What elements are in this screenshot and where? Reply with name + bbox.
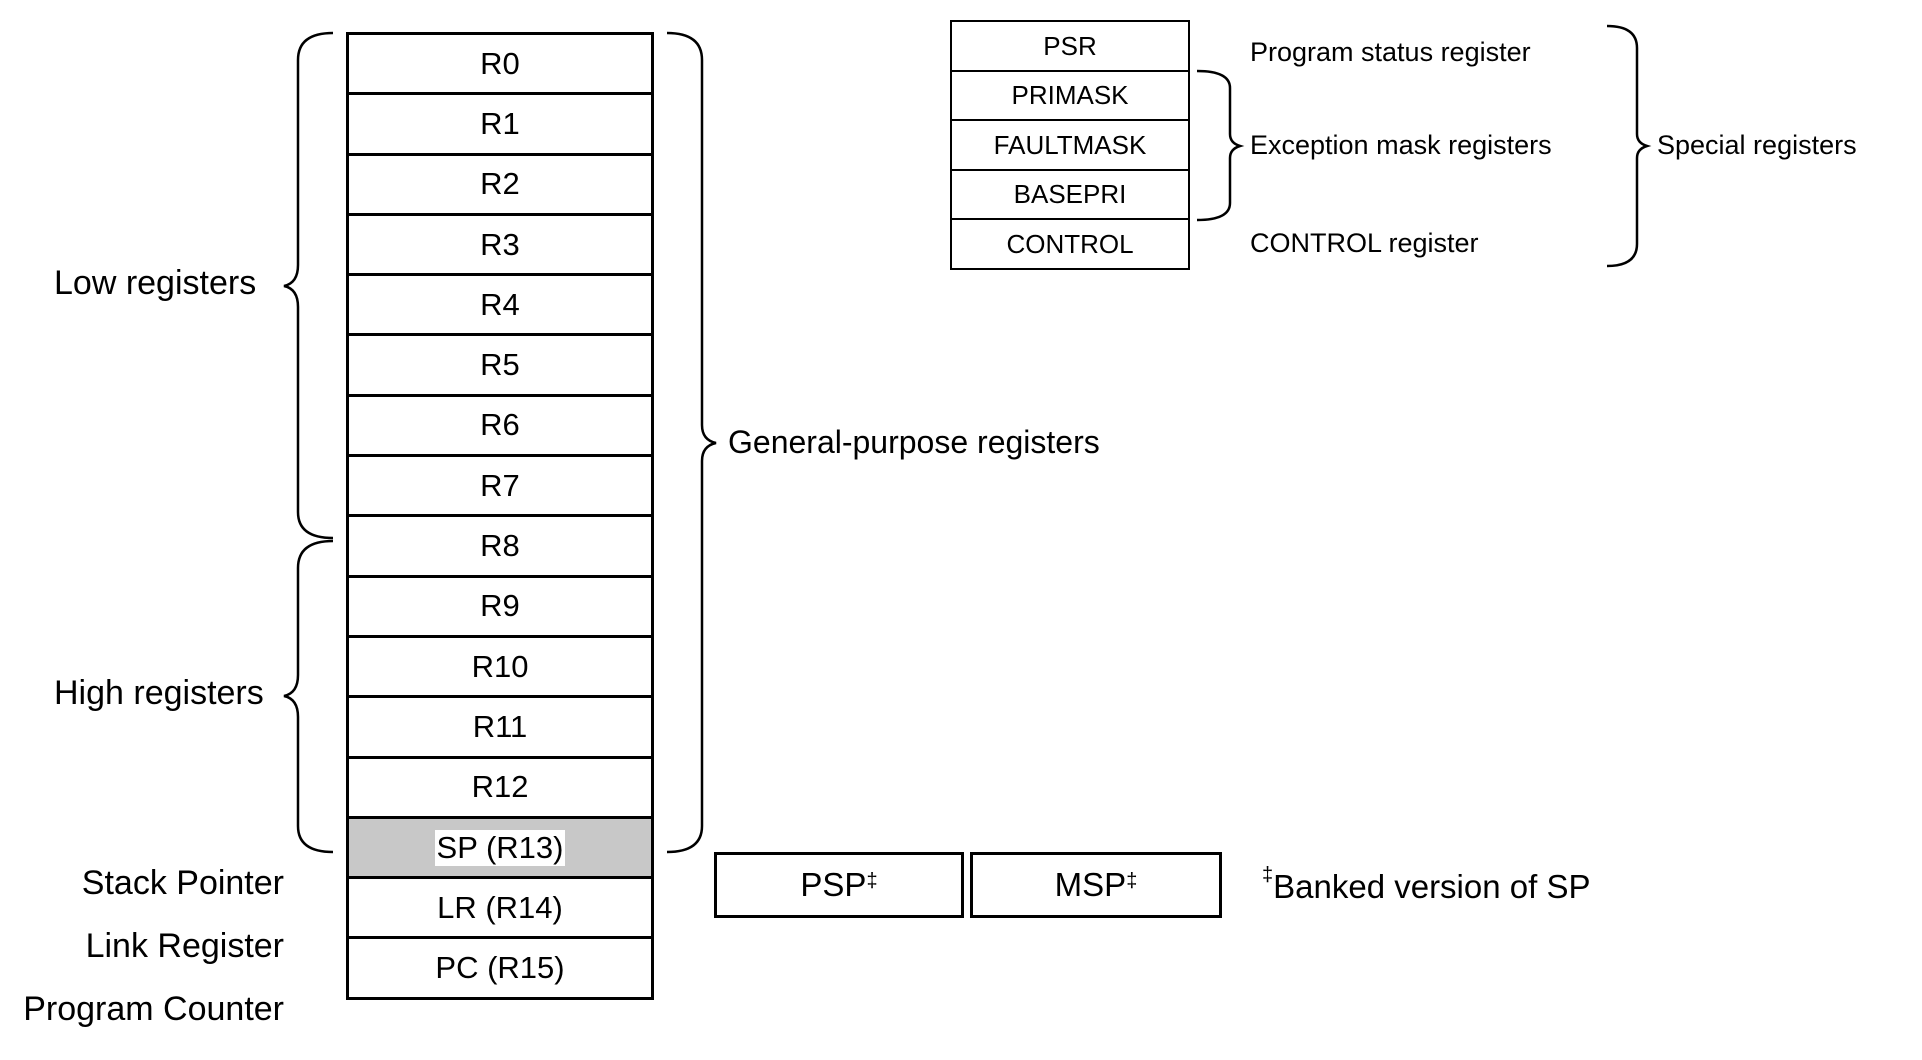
msp-label: MSP [1054,866,1127,903]
register-r9: R9 [346,574,654,638]
special-register-primask: PRIMASK [950,69,1190,122]
exception-mask-brace [1196,69,1245,222]
msp-mark: ‡ [1126,869,1138,892]
special-register-stack: PSR PRIMASK FAULTMASK BASEPRI CONTROL [950,20,1190,270]
register-sp: SP (R13) [346,815,654,880]
special-registers-label: Special registers [1657,130,1857,160]
special-register-faultmask: FAULTMASK [950,119,1190,171]
general-registers-brace [666,31,717,854]
link-register-label: Link Register [85,927,284,965]
psr-label: Program status register [1250,37,1531,67]
register-pc: PC (R15) [346,936,654,1000]
psp-box: PSP‡ [714,852,964,918]
register-r2: R2 [346,152,654,216]
register-lr: LR (R14) [346,876,654,940]
special-registers-brace [1606,24,1652,268]
general-purpose-label: General-purpose registers [728,424,1100,460]
banked-note: ‡Banked version of SP [1262,864,1591,906]
control-register-label: CONTROL register [1250,228,1479,258]
register-r7: R7 [346,454,654,518]
psp-mark: ‡ [866,869,878,892]
special-register-control: CONTROL [950,218,1190,270]
exception-mask-label: Exception mask registers [1250,130,1552,160]
register-r11: R11 [346,695,654,759]
low-registers-brace [283,31,334,540]
banked-note-text: Banked version of SP [1273,868,1591,905]
register-r5: R5 [346,333,654,397]
register-r4: R4 [346,273,654,337]
low-registers-label: Low registers [54,264,257,302]
special-register-basepri: BASEPRI [950,168,1190,221]
register-r12: R12 [346,755,654,819]
psp-label: PSP [800,866,867,903]
register-r10: R10 [346,634,654,699]
register-stack: R0 R1 R2 R3 R4 R5 R6 R7 R8 R9 R10 R11 R1… [346,32,654,1000]
high-registers-brace [283,539,334,854]
register-r1: R1 [346,92,654,156]
high-registers-label: High registers [54,674,264,712]
register-r6: R6 [346,393,654,458]
register-r0: R0 [346,32,654,96]
msp-box: MSP‡ [970,852,1222,918]
register-r3: R3 [346,212,654,277]
special-register-psr: PSR [950,20,1190,72]
register-sp-label: SP (R13) [434,829,566,866]
program-counter-label: Program Counter [23,990,284,1028]
banked-note-mark: ‡ [1262,864,1274,886]
stack-pointer-label: Stack Pointer [81,864,284,902]
register-r8: R8 [346,514,654,578]
